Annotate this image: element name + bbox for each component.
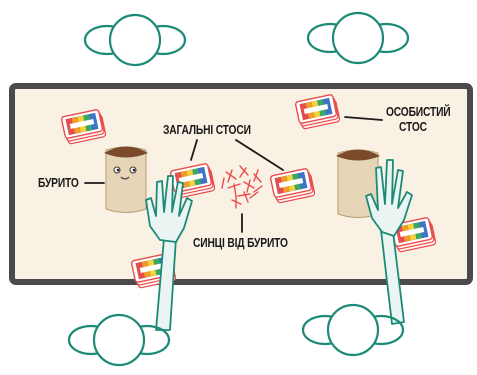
burrito-left — [104, 146, 148, 213]
label-burrito-bruises: СИНЦІ ВІД БУРИТО — [193, 236, 288, 250]
label-personal-stack-line2: СТОС — [399, 120, 427, 134]
game-table — [9, 83, 473, 285]
label-common-stacks: ЗАГАЛЬНІ СТОСИ — [163, 123, 251, 137]
label-personal-stack-line1: ОСОБИСТИЙ — [386, 105, 451, 119]
player-top-left — [83, 13, 187, 67]
player-bottom-right — [301, 303, 405, 357]
leader-lines — [84, 116, 383, 233]
player-top-right — [306, 11, 410, 65]
bruise-tokens — [221, 165, 263, 209]
hand-left — [145, 175, 193, 331]
hand-right — [365, 159, 413, 325]
label-burrito: БУРИТО — [38, 176, 79, 190]
player-bottom-left — [67, 313, 171, 367]
